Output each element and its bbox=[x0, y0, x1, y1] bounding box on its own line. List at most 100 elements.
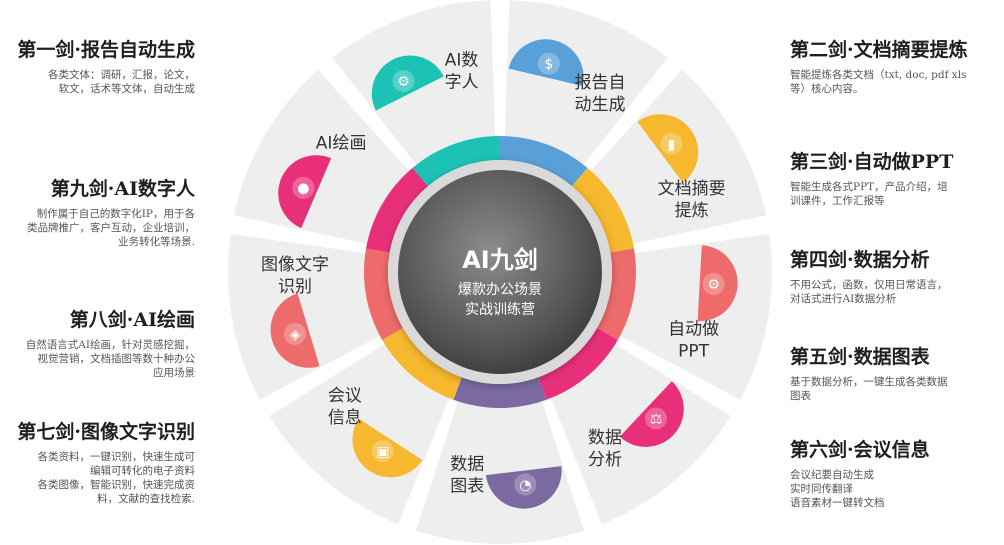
item-desc-line: 业务转化等场景. bbox=[118, 236, 195, 248]
item-title: 第六剑·会议信息 bbox=[790, 439, 930, 461]
item-title: 第一剑·报告自动生成 bbox=[17, 39, 195, 61]
right-item-3: 第三剑·自动做PPT 智能生成各式PPT，产品介绍，培 训课件，工作汇报等 bbox=[790, 150, 990, 208]
segment-label: 数据 bbox=[588, 428, 622, 448]
icon-glyph-bg bbox=[702, 272, 725, 295]
item-desc-line: 自然语言式AI绘画，针对灵感挖掘， bbox=[25, 339, 195, 351]
center-subtitle-line1: 爆款办公场景 bbox=[458, 282, 542, 298]
segment-label: 提炼 bbox=[675, 201, 709, 221]
icon-badge bbox=[508, 39, 584, 86]
icon-badge bbox=[352, 418, 423, 478]
icon-glyph: ⚙ bbox=[397, 74, 410, 90]
item-desc-line: 训课件，工作汇报等 bbox=[790, 195, 885, 207]
item-title: 第七剑·图像文字识别 bbox=[17, 421, 195, 443]
wheel-segment bbox=[228, 234, 387, 400]
icon-glyph-bg bbox=[514, 473, 537, 496]
item-title: 第三剑·自动做PPT bbox=[790, 151, 954, 173]
right-item-6: 第六剑·会议信息 会议纪要自动生成 实时同传翻译 语音素材一键转文档 bbox=[790, 438, 990, 510]
icon-badge bbox=[371, 55, 444, 111]
icon-glyph-bg bbox=[537, 52, 560, 75]
icon-badge bbox=[485, 466, 562, 509]
ring-arc bbox=[364, 248, 404, 340]
segment-label: 报告自 bbox=[575, 73, 626, 93]
left-item-1: 第一剑·报告自动生成 各类文体：调研，汇报，论文， 软文，话术等文体，自动生成 bbox=[0, 38, 195, 96]
gear-icon: ⚙ bbox=[371, 55, 444, 111]
item-desc-line: 基于数据分析，一键生成各类数据 bbox=[790, 376, 948, 388]
icon-glyph: $ bbox=[544, 57, 553, 73]
icon-glyph: ⚖ bbox=[650, 411, 663, 427]
item-desc-line: 应用场景 bbox=[153, 367, 195, 379]
item-desc-line: 不用公式，函数，仅用日常语言， bbox=[790, 279, 948, 291]
center-title: AI九剑 bbox=[462, 246, 538, 274]
item-title: 第四剑·数据分析 bbox=[790, 249, 930, 271]
ring-arc bbox=[571, 167, 634, 253]
left-item-8: 第八剑·AI绘画 自然语言式AI绘画，针对灵感挖掘， 视觉营销，文档插图等数十种… bbox=[0, 308, 195, 380]
ring-arc bbox=[500, 136, 588, 187]
segment-label: 识别 bbox=[278, 277, 312, 297]
item-desc-line: 等）核心内容。 bbox=[790, 83, 864, 95]
right-item-2: 第二剑·文档摘要提炼 智能提炼各类文档（txt, doc, pdf xls 等）… bbox=[790, 38, 990, 96]
item-desc-line: 各类资料，一键识别，快速生成可 bbox=[37, 451, 196, 463]
segment-label: 分析 bbox=[588, 450, 622, 470]
icon-glyph: ⚙ bbox=[707, 277, 720, 293]
icon-glyph: ▣ bbox=[376, 444, 389, 460]
item-desc-line: 实时同传翻译 bbox=[790, 483, 853, 495]
wheel-segment bbox=[415, 393, 585, 544]
ring-arc bbox=[382, 328, 462, 400]
item-desc-line: 编辑可转化的电子资料 bbox=[90, 465, 195, 477]
right-item-5: 第五剑·数据图表 基于数据分析，一键生成各类数据 图表 bbox=[790, 345, 990, 403]
icon-badge bbox=[270, 293, 320, 368]
item-desc-line: 料，文献的查找检索. bbox=[97, 493, 195, 505]
item-desc-line: 智能提炼各类文档（txt, doc, pdf xls bbox=[790, 69, 967, 81]
segment-label: 字人 bbox=[445, 73, 479, 93]
radial-diagram: $ ▮ ⚙ ⚖ ◔ ▣ ◈ ● ⚙ AI九剑 爆款办公场景 实战训练营 报告自动生成文档摘要提炼… bbox=[228, 0, 772, 544]
item-desc-line: 各类文体：调研，汇报，论文， bbox=[48, 69, 195, 81]
item-desc-line: 对话式进行AI数据分析 bbox=[790, 293, 897, 305]
user-icon: ● bbox=[278, 155, 332, 229]
ring-arc bbox=[596, 248, 636, 340]
icon-badge bbox=[619, 381, 684, 447]
icon-glyph-bg bbox=[371, 440, 394, 463]
segment-label: 数据 bbox=[450, 454, 484, 474]
pie-chart-icon: ◔ bbox=[485, 466, 562, 509]
icon-badge bbox=[637, 114, 699, 183]
segment-label: AI数 bbox=[445, 51, 479, 71]
right-item-4: 第四剑·数据分析 不用公式，函数，仅用日常语言， 对话式进行AI数据分析 bbox=[790, 248, 990, 306]
segment-label: 文档摘要 bbox=[658, 179, 726, 199]
icon-glyph-bg bbox=[292, 176, 315, 199]
icon-glyph: ◈ bbox=[290, 327, 301, 343]
icon-glyph: ● bbox=[297, 181, 309, 197]
icon-glyph: ▮ bbox=[667, 137, 675, 153]
icon-glyph-bg bbox=[284, 322, 307, 345]
center-disc bbox=[398, 170, 602, 374]
item-desc-line: 制作属于自己的数字化IP，用于各 bbox=[36, 208, 195, 220]
center-subtitle-line2: 实战训练营 bbox=[465, 302, 535, 318]
item-title: 第九剑·AI数字人 bbox=[50, 178, 195, 200]
item-desc-line: 智能生成各式PPT，产品介绍，培 bbox=[790, 181, 948, 193]
segment-label: 会议 bbox=[328, 386, 362, 406]
briefcase-icon: ▣ bbox=[352, 418, 423, 478]
icon-glyph: ◔ bbox=[519, 477, 531, 493]
item-desc-line: 类品牌推广，客户互动，企业培训， bbox=[27, 222, 195, 234]
item-desc-line: 图表 bbox=[790, 390, 811, 402]
tag-icon: ◈ bbox=[270, 293, 320, 368]
item-desc-line: 软文，话术等文体，自动生成 bbox=[58, 83, 196, 95]
segment-label: 自动做 bbox=[668, 319, 719, 339]
ring-arc bbox=[453, 377, 547, 408]
item-title: 第二剑·文档摘要提炼 bbox=[790, 39, 968, 61]
segment-label: 图表 bbox=[450, 476, 484, 496]
segment-label: 图像文字 bbox=[261, 255, 329, 275]
item-desc-line: 会议纪要自动生成 bbox=[790, 469, 874, 481]
segment-label: 信息 bbox=[328, 408, 362, 428]
icon-glyph-bg bbox=[644, 407, 667, 430]
chart-icon: ▮ bbox=[637, 114, 699, 183]
ring-arc bbox=[366, 167, 429, 253]
ring-arc bbox=[412, 136, 500, 187]
icon-glyph-bg bbox=[392, 69, 415, 92]
segment-label: AI绘画 bbox=[316, 133, 367, 153]
icon-badge bbox=[697, 245, 738, 322]
left-item-9: 第九剑·AI数字人 制作属于自己的数字化IP，用于各 类品牌推广，客户互动，企业… bbox=[0, 177, 195, 249]
segment-label: 动生成 bbox=[575, 95, 626, 115]
gavel-icon: ⚖ bbox=[619, 381, 684, 447]
left-item-7: 第七剑·图像文字识别 各类资料，一键识别，快速生成可 编辑可转化的电子资料 各类… bbox=[0, 420, 195, 506]
gear-icon: ⚙ bbox=[697, 245, 738, 322]
